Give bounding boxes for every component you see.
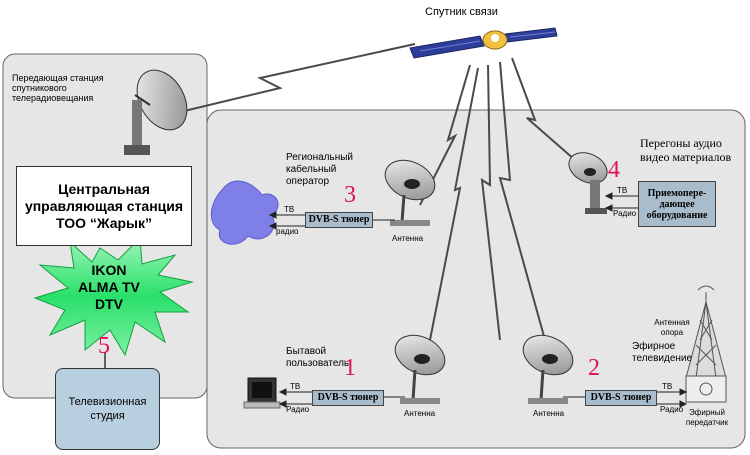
central-station-box: Центральная управляющая станция ТОО “Жар…: [16, 166, 192, 246]
antenna-tower-icon: [685, 285, 727, 379]
home-radio-label: Радио: [286, 405, 310, 414]
cable-operator-blob-icon: [210, 180, 279, 245]
link-home-user-2: [480, 64, 501, 341]
link-terrestrial: [498, 61, 546, 341]
terrestrial-dish-icon: [522, 334, 574, 404]
providers-text: IKON ALMA TV DTV: [78, 262, 140, 312]
cable-dvb-tuner: DVB-S тюнер: [305, 212, 373, 228]
home-user-label: Бытавой пользователь: [286, 346, 350, 369]
home-dvb-tuner: DVB-S тюнер: [312, 390, 384, 406]
tower-label: Антенная опора: [654, 318, 690, 337]
number-5: 5: [98, 333, 110, 359]
terrestrial-radio-label: Радио: [660, 405, 684, 414]
tv-studio-text: Телевизионная студия: [68, 396, 147, 422]
audio-video-dish-icon: [568, 152, 608, 214]
av-tv-label: ТВ: [617, 186, 628, 195]
signal-arrows: [268, 192, 688, 408]
transceiver-text: Приемопере-дающее оборудование: [646, 187, 708, 221]
tv-monitor-icon: [243, 377, 281, 409]
uplink-dish-icon: [124, 69, 188, 155]
home-tv-label: ТВ: [290, 382, 301, 391]
signal-links: [179, 43, 576, 341]
link-cable-operator: [419, 64, 471, 206]
satellite-label: Спутник связи: [425, 6, 498, 18]
transmitter-icon: [685, 375, 727, 403]
cable-operator-label: Региональный кабельный оператор: [286, 152, 354, 187]
audio-video-label: Перегоны аудио видео материалов: [640, 136, 732, 164]
transmitter-label: Эфирный передатчик: [685, 408, 729, 427]
cable-radio-label: радио: [276, 227, 299, 236]
uplink-beam: [179, 43, 416, 113]
terrestrial-tv-label: ТВ: [662, 382, 673, 391]
transceiver-box: Приемопере-дающее оборудование: [638, 181, 716, 227]
number-1: 1: [344, 355, 356, 381]
terrestrial-label: Эфирное телевидение: [632, 341, 693, 364]
av-radio-label: Радио: [613, 209, 637, 218]
terrestrial-dvb-tuner: DVB-S тюнер: [585, 390, 657, 406]
central-station-text: Центральная управляющая станция ТОО “Жар…: [24, 180, 184, 231]
terrestrial-antenna-label: Антенна: [533, 409, 565, 418]
cable-antenna-label: Антенна: [392, 234, 424, 243]
tv-studio-box: Телевизионная студия: [55, 368, 160, 450]
home-dish-icon: [394, 334, 446, 404]
number-4: 4: [608, 157, 620, 183]
number-3: 3: [344, 182, 356, 208]
number-2: 2: [588, 355, 600, 381]
satellite-icon: [409, 27, 558, 59]
cable-tv-label: ТВ: [284, 205, 295, 214]
uplink-station-label: Передающая станция спутникового телеради…: [12, 73, 104, 103]
link-audio-video: [511, 57, 576, 161]
providers-burst-shape: [33, 236, 194, 357]
home-antenna-label: Антенна: [404, 409, 436, 418]
cable-dish-icon: [384, 159, 436, 226]
link-home-user-1: [429, 67, 479, 341]
